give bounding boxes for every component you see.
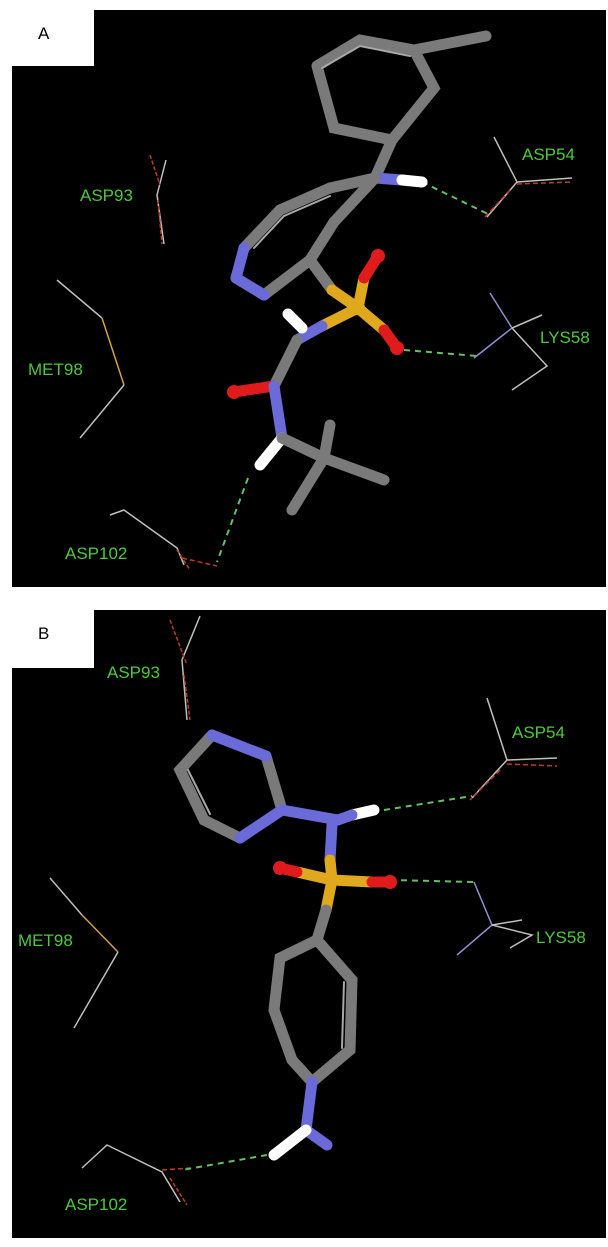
panel-b-label: B xyxy=(12,610,94,668)
residue-label-lys58: LYS58 xyxy=(536,928,586,947)
residue-asp93-wire xyxy=(149,154,167,245)
residue-met98-wire xyxy=(49,877,119,1029)
residue-lys58-wire xyxy=(456,881,534,956)
ligand-atoms xyxy=(273,861,397,889)
residue-asp93-wire xyxy=(169,615,201,721)
panel-b: ASP93 ASP54 LYS58 MET98 ASP102 B xyxy=(12,610,606,1238)
residue-asp54-wire xyxy=(484,136,573,218)
residue-label-met98: MET98 xyxy=(28,360,83,379)
ligand-sticks xyxy=(228,30,492,516)
residue-asp102-wire xyxy=(109,509,218,571)
panel-a-structure: ASP54 ASP93 LYS58 MET98 ASP102 xyxy=(28,30,590,571)
ligand-atoms xyxy=(227,249,404,399)
hydrogen-bonds xyxy=(216,181,491,563)
residue-label-asp93: ASP93 xyxy=(80,186,133,205)
residue-label-asp54: ASP54 xyxy=(522,145,575,164)
panel-b-structure: ASP93 ASP54 LYS58 MET98 ASP102 xyxy=(18,615,586,1214)
residue-label-asp93: ASP93 xyxy=(107,663,160,682)
hydrogen-bonds xyxy=(181,795,475,1171)
residue-lys58-wire xyxy=(473,292,549,391)
panel-a-label: A xyxy=(12,10,94,66)
panel-a: ASP54 ASP93 LYS58 MET98 ASP102 A xyxy=(12,10,606,587)
residue-label-asp102: ASP102 xyxy=(65,1195,127,1214)
residue-label-asp54: ASP54 xyxy=(512,723,565,742)
residue-label-met98: MET98 xyxy=(18,931,73,950)
ligand-sticks xyxy=(173,729,396,1161)
residue-asp102-wire xyxy=(81,1144,191,1206)
residue-label-lys58: LYS58 xyxy=(540,328,590,347)
residue-met98-wire xyxy=(56,279,125,439)
residue-asp54-wire xyxy=(469,697,558,801)
residue-label-asp102: ASP102 xyxy=(65,544,127,563)
